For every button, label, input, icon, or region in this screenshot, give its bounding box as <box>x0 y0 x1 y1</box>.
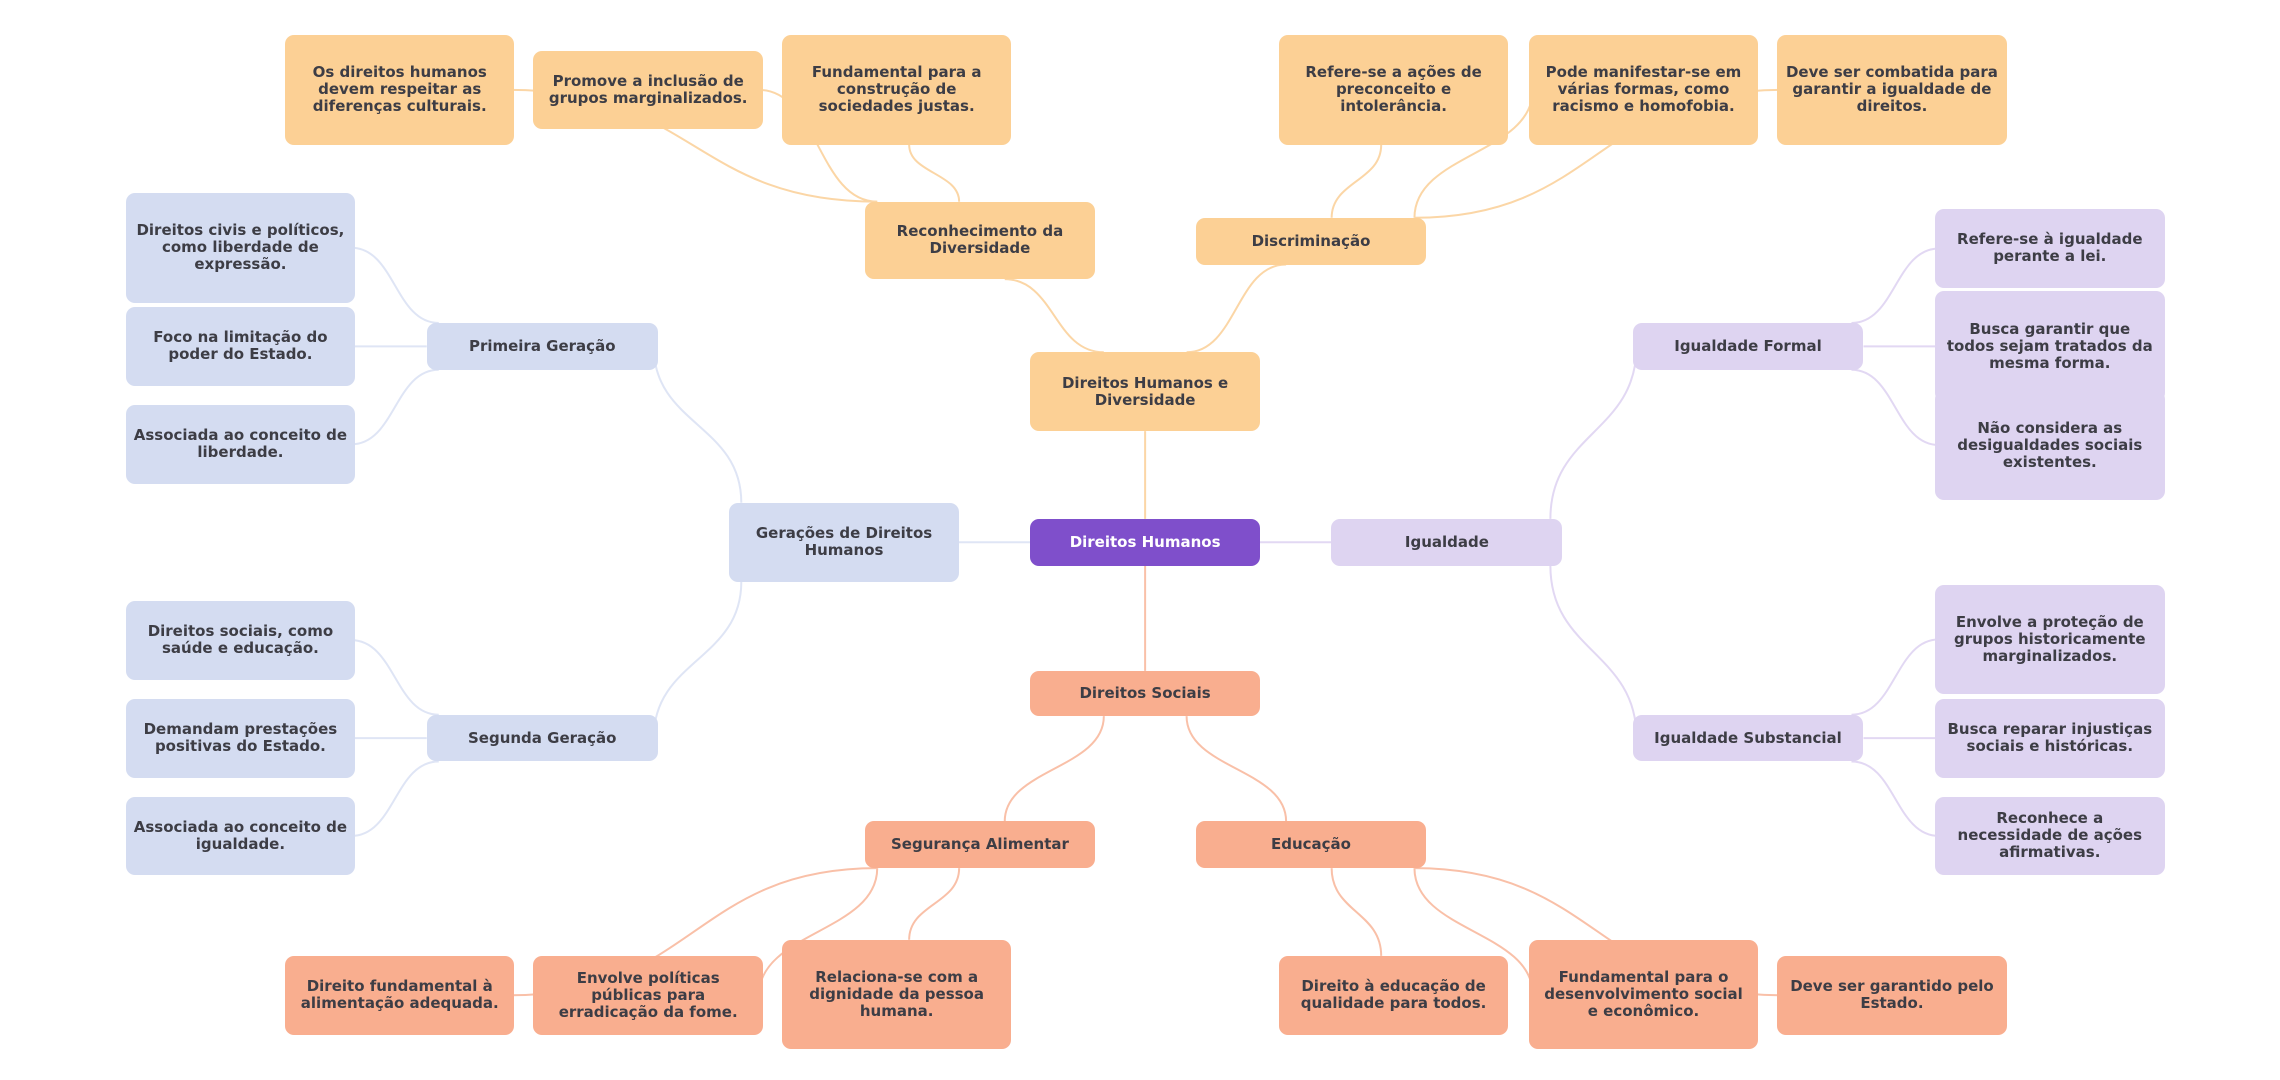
connector-diversity-child <box>1186 263 1287 354</box>
topic-node-reconhecimento-da-diversidade[interactable]: Reconhecimento da Diversidade <box>865 201 1095 280</box>
connector-diversity-leaf <box>908 144 961 202</box>
connector-generations-leaf <box>351 246 439 324</box>
branch-node-label: Direitos Humanos e Diversidade <box>1061 373 1229 409</box>
leaf-node-relaciona-se-com-a-dignidade-da-pessoa-h[interactable]: Relaciona-se com a dignidade da pessoa h… <box>781 939 1012 1050</box>
leaf-node-deve-ser-combatida-para-garantir-a-igual[interactable]: Deve ser combatida para garantir a igual… <box>1777 35 2007 145</box>
leaf-node-label: Pode manifestar-se em várias formas, com… <box>1545 63 1742 116</box>
topic-node-label: Segurança Alimentar <box>891 835 1069 854</box>
leaf-node-direitos-civis-e-politicos-como-liberdad[interactable]: Direitos civis e políticos, como liberda… <box>125 192 356 303</box>
topic-node-discriminacao[interactable]: Discriminação <box>1195 217 1427 265</box>
leaf-node-label: Promove a inclusão de grupos marginaliza… <box>548 71 748 107</box>
leaf-node-envolve-a-protecao-de-grupos-historicame[interactable]: Envolve a proteção de grupos historicame… <box>1935 584 2165 695</box>
leaf-node-label: Reconhece a necessidade de ações afirmat… <box>1957 809 2143 862</box>
topic-node-igualdade-formal[interactable]: Igualdade Formal <box>1632 323 1864 370</box>
branch-node-label: Direitos Sociais <box>1079 683 1211 702</box>
branch-node-igualdade[interactable]: Igualdade <box>1331 518 1563 566</box>
leaf-node-label: Relaciona-se com a dignidade da pessoa h… <box>809 968 984 1021</box>
connector-social-leaf <box>1413 868 1534 995</box>
leaf-node-label: Fundamental para o desenvolvimento socia… <box>1544 968 1743 1021</box>
leaf-node-refere-se-a-acoes-de-preconceito-e-intol[interactable]: Refere-se a ações de preconceito e intol… <box>1278 35 1509 145</box>
connector-generations-leaf <box>351 760 439 837</box>
leaf-node-label: Refere-se a ações de preconceito e intol… <box>1305 63 1482 116</box>
connector-social-leaf <box>1330 868 1383 956</box>
connector-generations-leaf <box>351 639 439 716</box>
leaf-node-envolve-politicas-publicas-para-erradica[interactable]: Envolve políticas públicas para erradica… <box>533 955 763 1035</box>
topic-node-primeira-geracao[interactable]: Primeira Geração <box>426 323 658 370</box>
connector-equality-leaf <box>1851 247 1940 324</box>
leaf-node-label: Direito fundamental à alimentação adequa… <box>300 977 499 1013</box>
topic-node-seguranca-alimentar[interactable]: Segurança Alimentar <box>865 821 1095 869</box>
leaf-node-label: Direitos sociais, como saúde e educação. <box>147 622 334 658</box>
leaf-node-label: Busca reparar injustiças sociais e histó… <box>1947 720 2153 756</box>
connector-social-leaf <box>757 868 879 996</box>
connector-equality-leaf <box>1851 760 1940 837</box>
leaf-node-label: Deve ser combatida para garantir a igual… <box>1785 63 1998 116</box>
leaf-node-fundamental-para-o-desenvolvimento-socia[interactable]: Fundamental para o desenvolvimento socia… <box>1528 939 1759 1050</box>
leaf-node-label: Deve ser garantido pelo Estado. <box>1790 977 1994 1013</box>
connector-equality-leaf <box>1851 638 1940 716</box>
root-node-direitos-humanos[interactable]: Direitos Humanos <box>1030 518 1260 566</box>
connector-generations-child <box>652 581 743 739</box>
root-node-label: Direitos Humanos <box>1069 532 1221 551</box>
topic-node-igualdade-substancial[interactable]: Igualdade Substancial <box>1632 714 1864 762</box>
topic-node-label: Igualdade Substancial <box>1654 728 1842 747</box>
connector-generations-child <box>652 346 743 503</box>
leaf-node-label: Não considera as desigualdades sociais e… <box>1957 418 2143 471</box>
connector-social-child <box>1003 716 1105 822</box>
leaf-node-label: Refere-se à igualdade perante a lei. <box>1957 230 2143 266</box>
connector-diversity-leaf <box>758 88 878 203</box>
leaf-node-label: Direitos civis e políticos, como liberda… <box>136 221 345 274</box>
leaf-node-label: Associada ao conceito de igualdade. <box>133 817 348 853</box>
leaf-node-pode-manifestar-se-em-varias-formas-como[interactable]: Pode manifestar-se em várias formas, com… <box>1528 35 1759 145</box>
leaf-node-nao-considera-as-desigualdades-sociais-e[interactable]: Não considera as desigualdades sociais e… <box>1935 390 2165 500</box>
topic-node-label: Igualdade Formal <box>1674 336 1822 355</box>
leaf-node-label: Envolve a proteção de grupos historicame… <box>1953 612 2146 665</box>
branch-node-label: Gerações de Direitos Humanos <box>755 524 933 560</box>
branch-node-label: Igualdade <box>1404 532 1489 551</box>
topic-node-segunda-geracao[interactable]: Segunda Geração <box>426 714 658 762</box>
leaf-node-direitos-sociais-como-saude-e-educacao[interactable]: Direitos sociais, como saúde e educação. <box>125 600 356 680</box>
connector-equality-leaf <box>1851 368 1940 447</box>
connector-equality-child <box>1549 346 1638 519</box>
leaf-node-os-direitos-humanos-devem-respeitar-as-d[interactable]: Os direitos humanos devem respeitar as d… <box>285 35 515 145</box>
topic-node-label: Reconhecimento da Diversidade <box>896 222 1064 258</box>
branch-node-direitos-humanos-e-diversidade[interactable]: Direitos Humanos e Diversidade <box>1030 352 1260 432</box>
leaf-node-label: Direito à educação de qualidade para tod… <box>1300 977 1487 1013</box>
leaf-node-fundamental-para-a-construcao-de-socieda[interactable]: Fundamental para a construção de socieda… <box>781 35 1012 145</box>
leaf-node-label: Os direitos humanos devem respeitar as d… <box>312 63 487 116</box>
topic-node-label: Primeira Geração <box>468 336 616 355</box>
connector-generations-leaf <box>351 368 439 446</box>
branch-node-direitos-sociais[interactable]: Direitos Sociais <box>1030 670 1260 717</box>
leaf-node-busca-garantir-que-todos-sejam-tratados-[interactable]: Busca garantir que todos sejam tratados … <box>1935 290 2165 402</box>
leaf-node-promove-a-inclusao-de-grupos-marginaliza[interactable]: Promove a inclusão de grupos marginaliza… <box>533 51 763 129</box>
connector-diversity-child <box>1004 278 1104 354</box>
leaf-node-demandam-prestacoes-positivas-do-estado[interactable]: Demandam prestações positivas do Estado. <box>125 698 356 778</box>
topic-node-label: Segunda Geração <box>467 728 617 747</box>
leaf-node-associada-ao-conceito-de-igualdade[interactable]: Associada ao conceito de igualdade. <box>125 796 356 876</box>
topic-node-educacao[interactable]: Educação <box>1195 821 1427 869</box>
connector-diversity-leaf <box>1413 89 1534 218</box>
leaf-node-busca-reparar-injusticas-sociais-e-histo[interactable]: Busca reparar injustiças sociais e histó… <box>1935 698 2165 778</box>
leaf-node-direito-fundamental-a-alimentacao-adequa[interactable]: Direito fundamental à alimentação adequa… <box>285 955 515 1035</box>
leaf-node-label: Envolve políticas públicas para erradica… <box>558 968 738 1021</box>
connector-social-child <box>1185 716 1288 822</box>
leaf-node-foco-na-limitacao-do-poder-do-estado[interactable]: Foco na limitação do poder do Estado. <box>125 306 356 386</box>
branch-node-geracoes-de-direitos-humanos[interactable]: Gerações de Direitos Humanos <box>729 502 959 582</box>
leaf-node-deve-ser-garantido-pelo-estado[interactable]: Deve ser garantido pelo Estado. <box>1777 955 2007 1035</box>
leaf-node-label: Foco na limitação do poder do Estado. <box>153 328 328 364</box>
leaf-node-label: Fundamental para a construção de socieda… <box>811 63 982 116</box>
leaf-node-reconhece-a-necessidade-de-acoes-afirmat[interactable]: Reconhece a necessidade de ações afirmat… <box>1935 796 2165 876</box>
leaf-node-label: Demandam prestações positivas do Estado. <box>143 720 338 756</box>
connector-equality-child <box>1549 565 1638 739</box>
topic-node-label: Educação <box>1270 835 1351 854</box>
leaf-node-label: Associada ao conceito de liberdade. <box>133 426 348 462</box>
leaf-node-label: Busca garantir que todos sejam tratados … <box>1946 319 2153 372</box>
leaf-node-associada-ao-conceito-de-liberdade[interactable]: Associada ao conceito de liberdade. <box>125 404 356 484</box>
leaf-node-refere-se-a-igualdade-perante-a-lei[interactable]: Refere-se à igualdade perante a lei. <box>1935 209 2165 288</box>
leaf-node-direito-a-educacao-de-qualidade-para-tod[interactable]: Direito à educação de qualidade para tod… <box>1278 955 1509 1035</box>
topic-node-label: Discriminação <box>1251 231 1371 250</box>
connector-social-leaf <box>908 868 961 940</box>
connector-diversity-leaf <box>1330 144 1383 218</box>
